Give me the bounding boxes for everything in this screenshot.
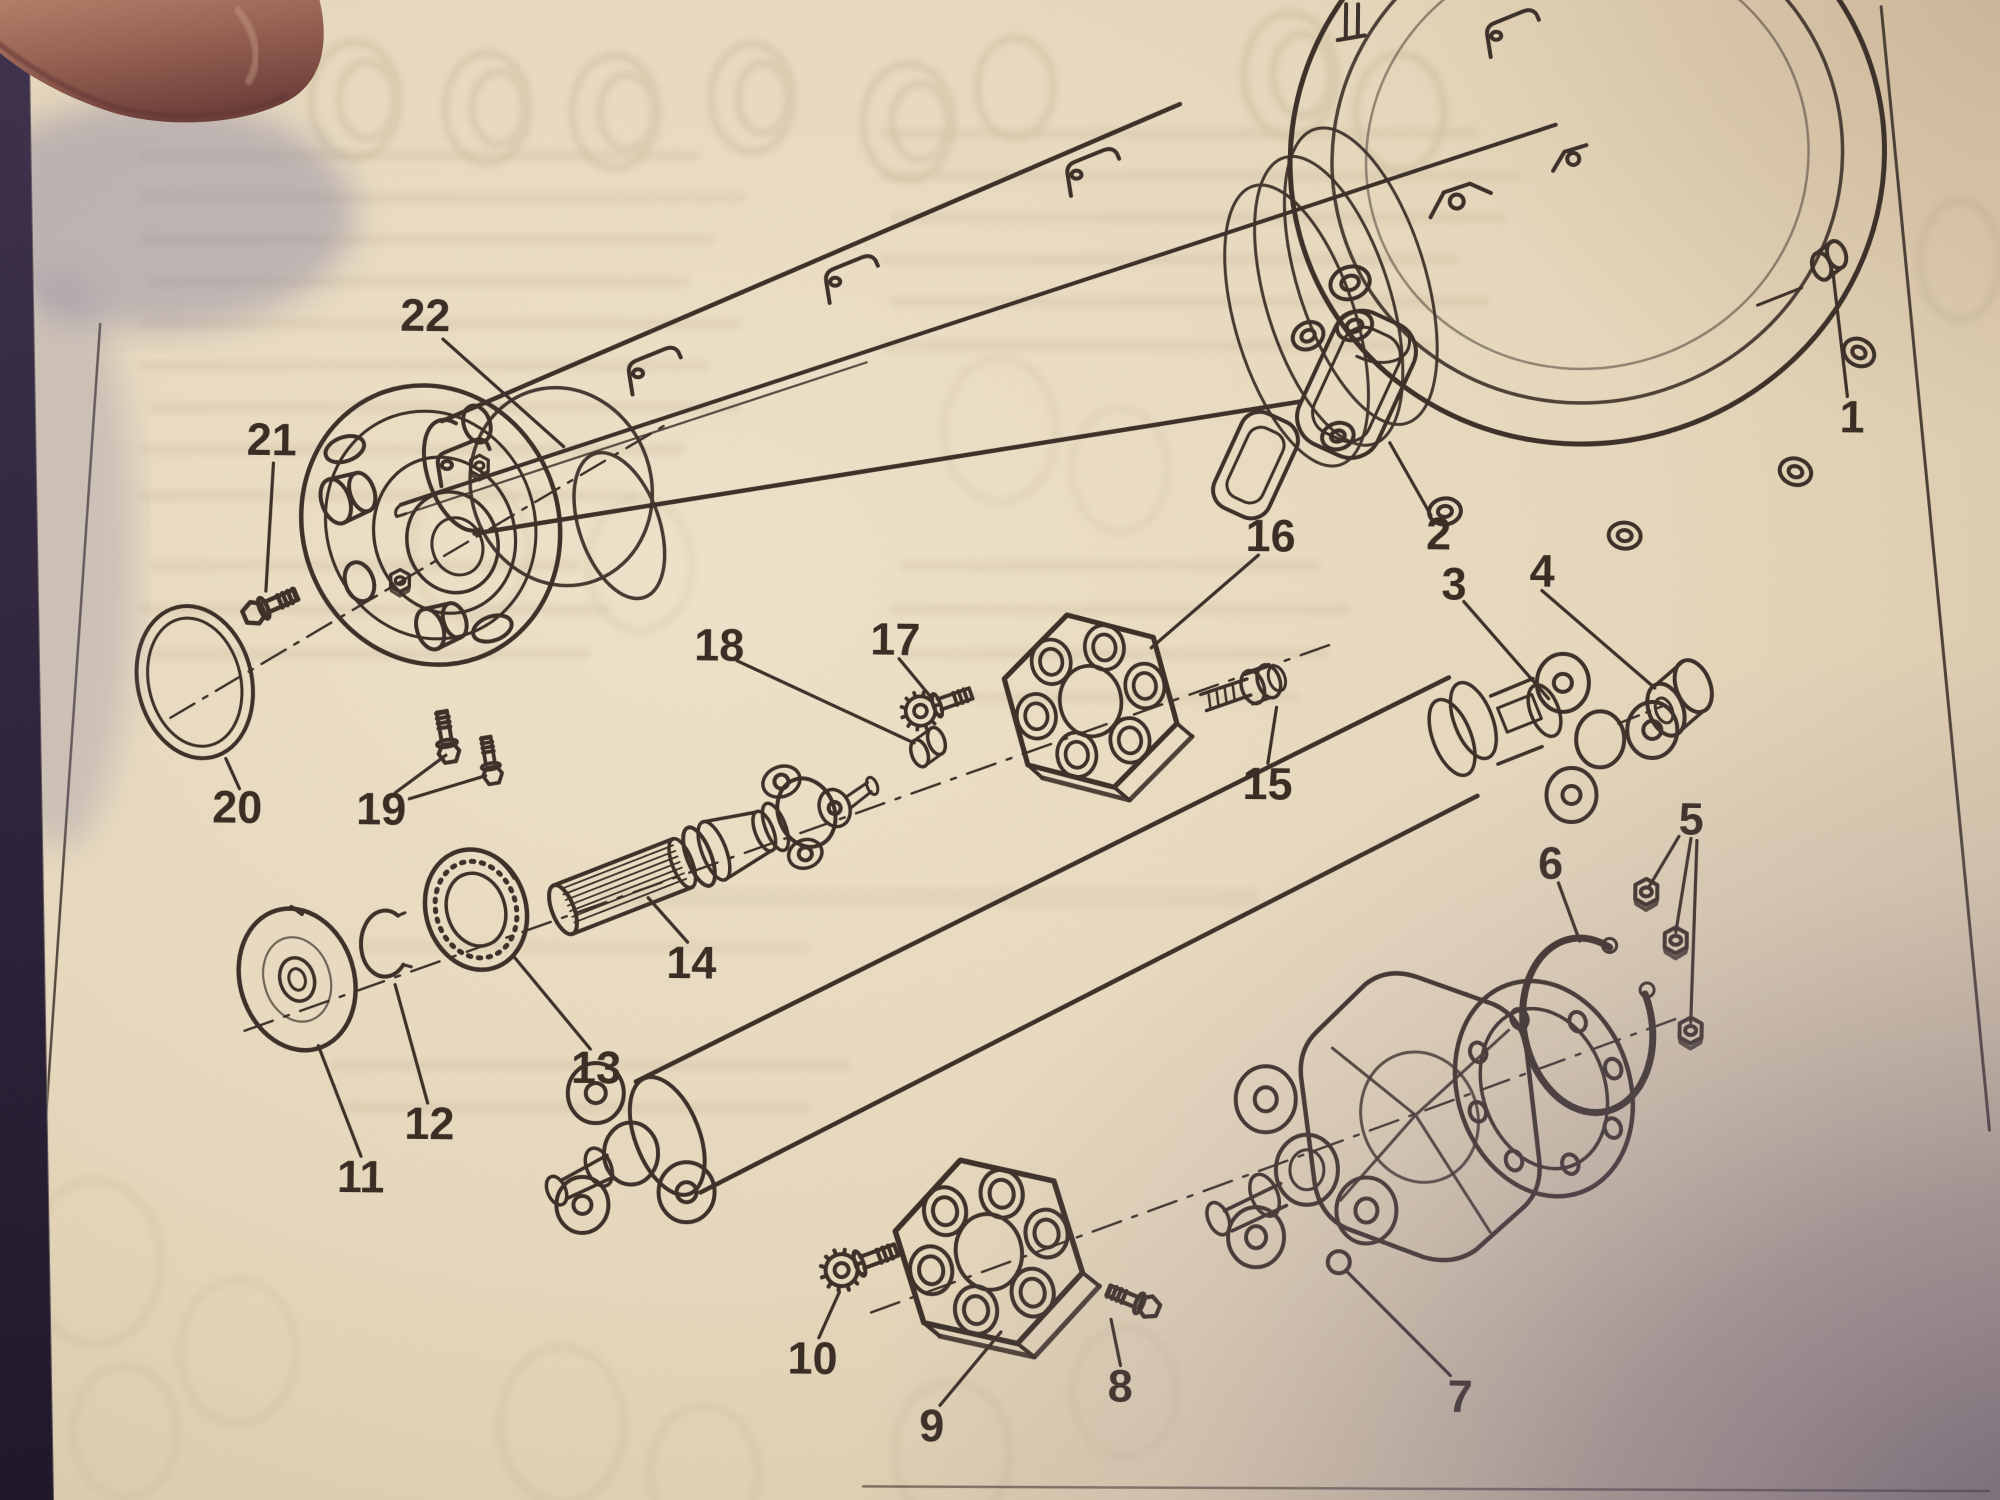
photo-grain	[0, 0, 2000, 1500]
manual-page-photo: 1 2 3 4 5 6 7 8 9 10 11 12 13 14 15 16 1…	[0, 0, 2000, 1500]
